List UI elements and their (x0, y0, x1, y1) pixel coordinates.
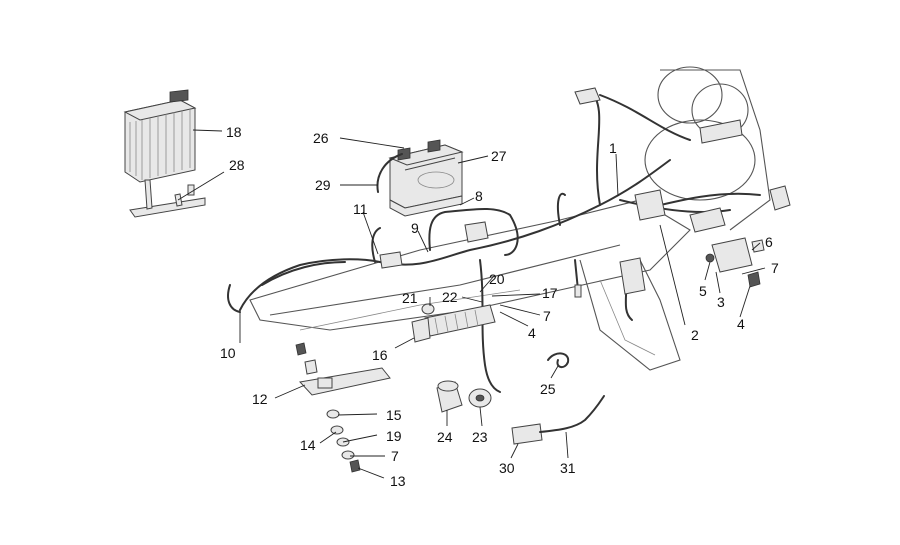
callout-11: 11 (353, 201, 368, 217)
sensor-23 (468, 388, 492, 408)
callout-10: 10 (220, 345, 236, 361)
callout-15: 15 (386, 407, 402, 423)
callout-8: 8 (475, 188, 483, 204)
callout-7b: 7 (543, 308, 551, 324)
callout-13: 13 (390, 473, 406, 489)
callout-7c: 7 (391, 448, 399, 464)
clip-25 (547, 352, 570, 368)
callout-6: 6 (765, 234, 773, 250)
callout-5: 5 (699, 283, 707, 299)
cable-31 (539, 395, 605, 433)
leader-lines (177, 129, 766, 479)
fastener-stack (326, 409, 361, 473)
callout-28: 28 (229, 157, 245, 173)
switch-24 (436, 380, 463, 413)
callout-2: 2 (691, 327, 699, 343)
callout-24: 24 (437, 429, 453, 445)
callout-26: 26 (313, 130, 329, 146)
callout-27: 27 (491, 148, 507, 164)
bracket-3 (705, 237, 765, 288)
callout-16: 16 (372, 347, 388, 363)
callout-29: 29 (315, 177, 331, 193)
callout-30: 30 (499, 460, 515, 476)
callout-18: 18 (226, 124, 242, 140)
harness-connectors (187, 87, 791, 298)
frame-outline (249, 199, 691, 371)
plate-12 (295, 342, 391, 396)
bracket-16 (411, 317, 431, 343)
callout-17: 17 (542, 285, 558, 301)
callout-23: 23 (472, 429, 488, 445)
callout-7a: 7 (771, 260, 779, 276)
fuse-box (421, 303, 496, 337)
callout-3: 3 (717, 294, 725, 310)
battery-27 (388, 139, 464, 217)
battery-18 (123, 89, 197, 183)
callout-19: 19 (386, 428, 402, 444)
callout-numbers: 18 28 26 27 29 8 11 9 1 6 7 5 3 4 2 20 1… (220, 124, 779, 489)
callout-25: 25 (540, 381, 556, 397)
callout-9: 9 (411, 220, 419, 236)
battery-cable-29 (376, 153, 403, 193)
callout-4b: 4 (528, 325, 536, 341)
callout-21: 21 (402, 290, 418, 306)
instrument-cluster (644, 66, 771, 231)
callout-4a: 4 (737, 316, 745, 332)
callout-14: 14 (300, 437, 316, 453)
callout-20: 20 (489, 271, 505, 287)
callout-31: 31 (560, 460, 576, 476)
main-wiring-harness (227, 89, 761, 393)
callout-12: 12 (252, 391, 268, 407)
module-30 (511, 423, 543, 445)
callout-22: 22 (442, 289, 458, 305)
callout-1: 1 (609, 140, 617, 156)
